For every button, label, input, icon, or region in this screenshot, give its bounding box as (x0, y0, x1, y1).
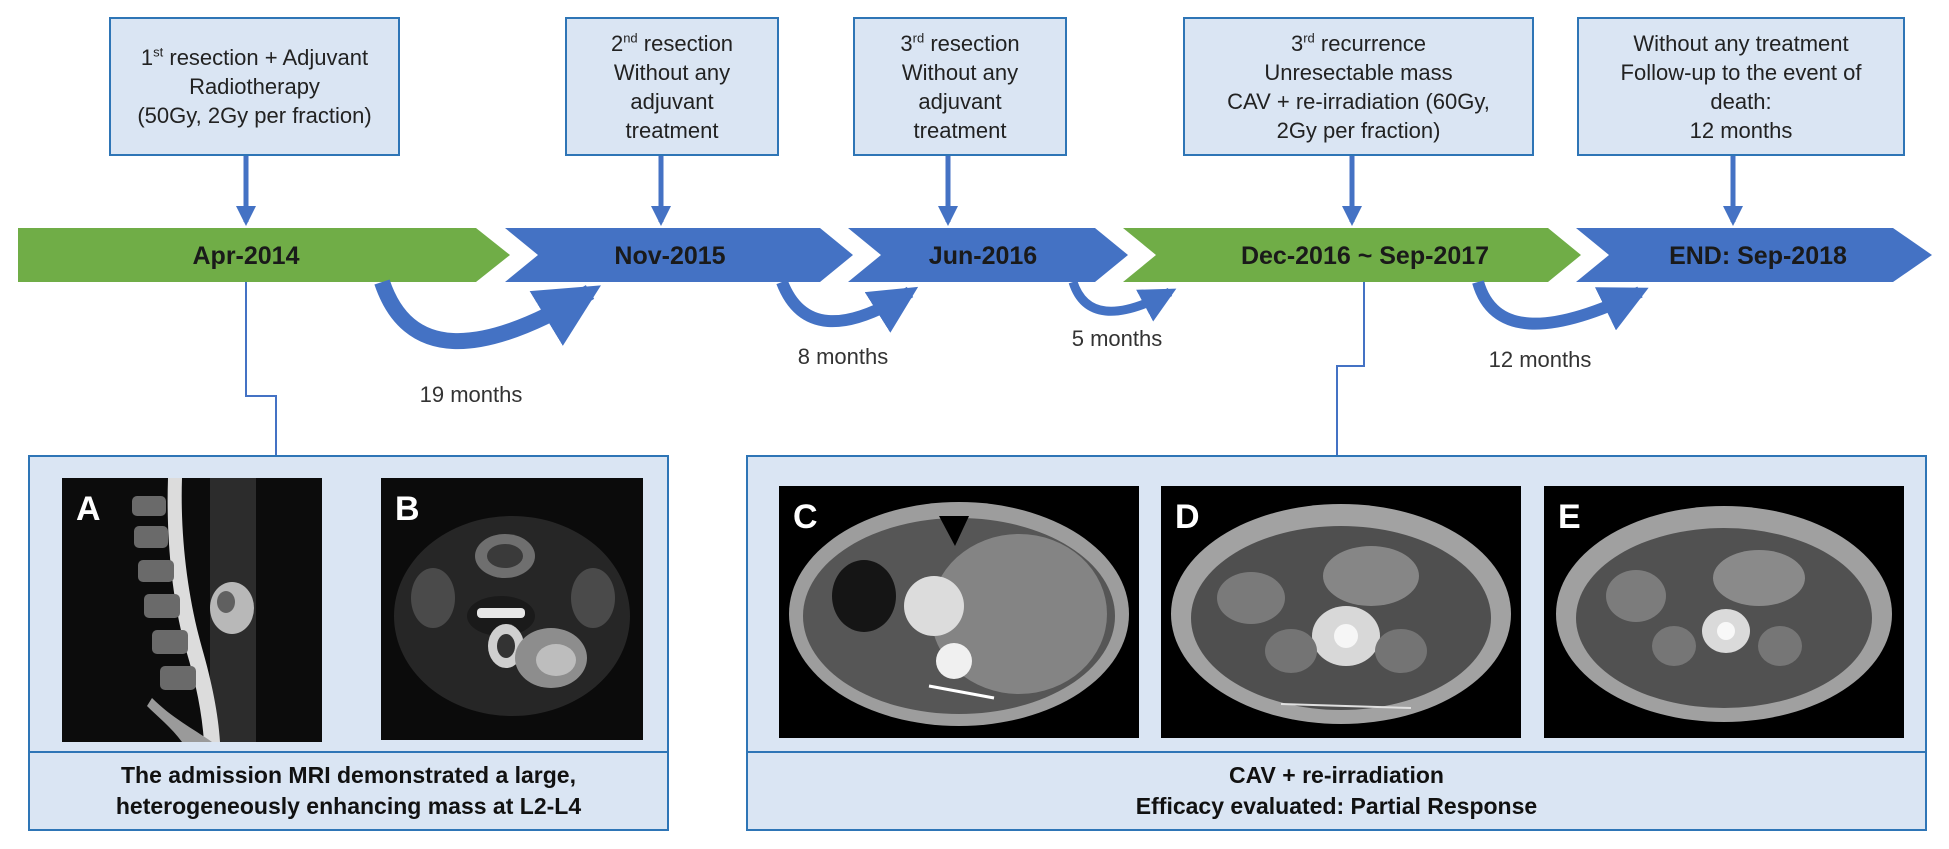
event-line: (50Gy, 2Gy per fraction) (137, 103, 372, 128)
stage-label: Jun-2016 (929, 242, 1037, 270)
mri-image-a: A (62, 478, 322, 742)
timeline-segment-jun-2016 (848, 228, 1128, 282)
mri-panel: A B The admission MRI demonstrated a lar… (28, 455, 669, 831)
image-letter: E (1558, 498, 1581, 536)
event-line: adjuvant (918, 88, 1002, 114)
ct-image-d: D (1161, 486, 1521, 738)
event-box-2nd-resection: 2nd resection Without any adjuvant treat… (565, 17, 779, 156)
axial-ct-image (1544, 486, 1904, 738)
image-letter: A (76, 490, 101, 528)
event-line: CAV + re-irradiation (60Gy, (1227, 88, 1490, 114)
event-line: adjuvant (630, 88, 714, 114)
event-line: Follow-up to the event of (1620, 59, 1862, 85)
timeline-segment-dec-2016 (1123, 228, 1581, 282)
connector-line (245, 282, 277, 455)
event-line: 3rd resection (900, 30, 1020, 56)
event-line: treatment (625, 117, 719, 143)
axial-ct-image (779, 486, 1139, 738)
interval-label: 12 months (1489, 347, 1592, 372)
ct-panel: C D E CAV + re-ir (746, 455, 1927, 831)
stage-label: Nov-2015 (614, 242, 725, 270)
event-line: Unresectable mass (1264, 59, 1453, 85)
image-letter: D (1175, 498, 1200, 536)
interval-arrow (1068, 280, 1177, 322)
connector-line (1336, 282, 1365, 455)
event-line: Without any (901, 59, 1019, 85)
event-line: Without any (613, 59, 731, 85)
event-line: 3rd recurrence (1290, 30, 1427, 56)
stage-label: END: Sep-2018 (1669, 242, 1847, 270)
mri-caption: The admission MRI demonstrated a large, … (30, 751, 667, 829)
event-line: treatment (913, 117, 1007, 143)
ct-caption: CAV + re-irradiation Efficacy evaluated:… (748, 751, 1925, 829)
event-line: 2nd resection (610, 30, 734, 56)
axial-mri-image (381, 478, 643, 740)
interval-arrow (1472, 280, 1649, 331)
stage-label: Apr-2014 (193, 242, 300, 270)
event-line: 12 months (1689, 117, 1793, 143)
event-line: death: (1710, 88, 1772, 114)
event-line: Without any treatment (1633, 30, 1849, 56)
event-line: Radiotherapy (189, 74, 320, 99)
interval-label: 19 months (420, 382, 523, 407)
caption-line: The admission MRI demonstrated a large, (121, 762, 576, 788)
interval-label: 8 months (798, 344, 889, 369)
caption-line: heterogeneously enhancing mass at L2-L4 (115, 793, 582, 819)
stage-label: Dec-2016 ~ Sep-2017 (1241, 242, 1489, 270)
interval-arrow (374, 279, 601, 350)
caption-line: Efficacy evaluated: Partial Response (1135, 793, 1538, 819)
event-line: 2Gy per fraction) (1276, 117, 1441, 143)
axial-ct-image (1161, 486, 1521, 738)
event-box-3rd-resection: 3rd resection Without any adjuvant treat… (853, 17, 1067, 156)
interval-arrow (776, 279, 919, 333)
ct-image-c: C (779, 486, 1139, 738)
sagittal-mri-image (62, 478, 322, 742)
ct-image-e: E (1544, 486, 1904, 738)
event-box-1st-resection: 1st resection + Adjuvant Radiotherapy (5… (109, 17, 400, 156)
timeline-segment-nov-2015 (505, 228, 853, 282)
image-letter: B (395, 490, 420, 528)
timeline-segment-apr-2014 (18, 228, 510, 282)
event-box-follow-up: Without any treatment Follow-up to the e… (1577, 17, 1905, 156)
mri-image-b: B (381, 478, 643, 740)
event-line: 1st resection + Adjuvant (140, 44, 369, 70)
interval-label: 5 months (1072, 326, 1163, 351)
event-box-3rd-recurrence: 3rd recurrence Unresectable mass CAV + r… (1183, 17, 1534, 156)
caption-line: CAV + re-irradiation (1229, 762, 1444, 788)
image-letter: C (793, 498, 818, 536)
timeline-segment-end (1576, 228, 1932, 282)
